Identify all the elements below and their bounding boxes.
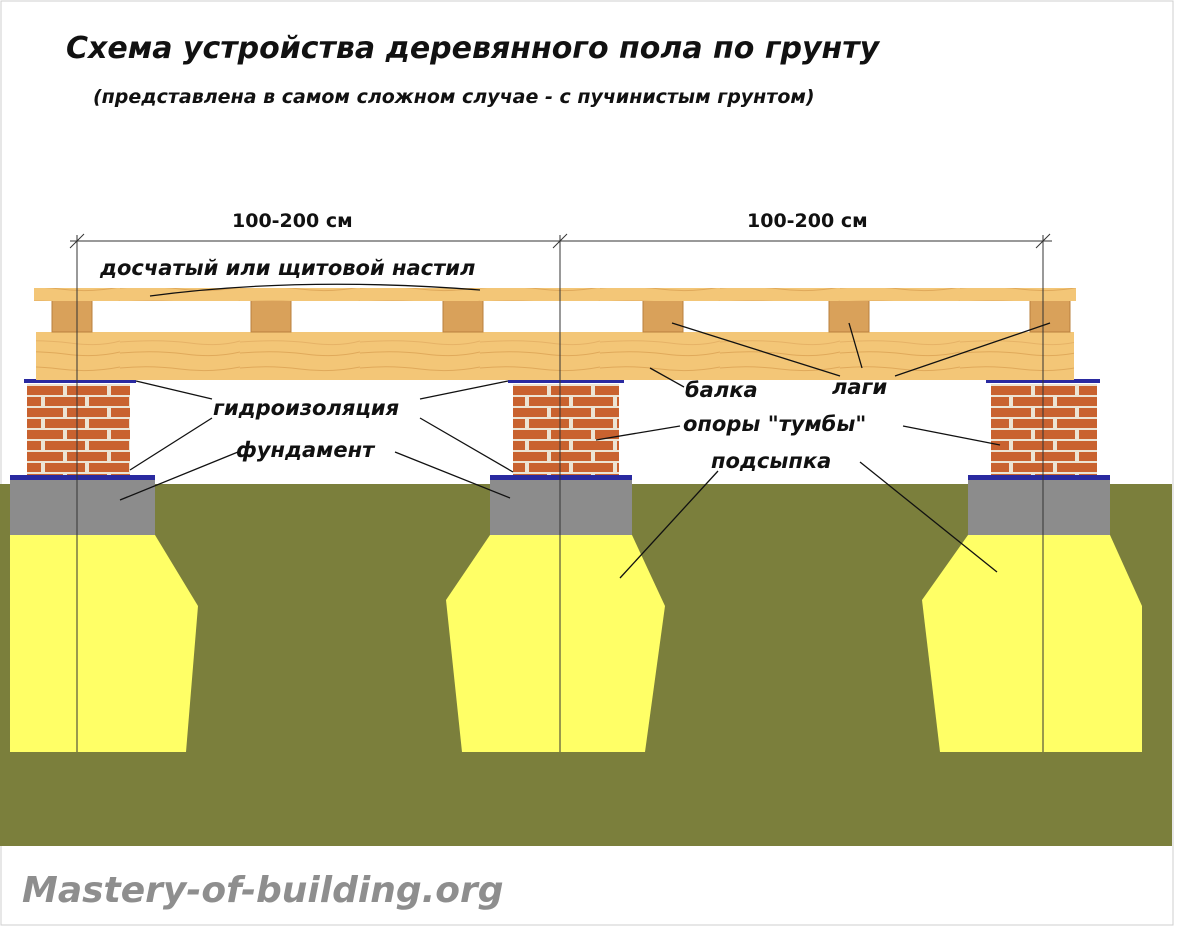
foundation-middle xyxy=(490,478,632,535)
waterproofing-foundation-middle xyxy=(490,475,632,480)
diagram-title: Схема устройства деревянного пола по гру… xyxy=(66,31,881,66)
decking xyxy=(34,288,1076,301)
leader-lines xyxy=(119,283,1051,579)
brick-support-left xyxy=(27,384,130,475)
label-beam: балка xyxy=(685,378,758,402)
backfill-right xyxy=(922,535,1142,752)
foundation-right xyxy=(968,478,1110,535)
backfill-middle xyxy=(446,535,665,752)
foundation-left xyxy=(10,478,155,535)
joist-5 xyxy=(828,299,870,333)
backfill-left xyxy=(10,535,198,752)
joist-1 xyxy=(51,299,93,333)
diagram-subtitle: (представлена в самом сложном случае - с… xyxy=(93,86,815,108)
joist-4 xyxy=(642,299,684,333)
dimension-lines xyxy=(69,233,1052,752)
brick-support-right xyxy=(991,384,1097,475)
label-supports: опоры "тумбы" xyxy=(683,412,866,436)
label-foundation: фундамент xyxy=(236,438,376,462)
joist-3 xyxy=(442,299,484,333)
waterproofing-foundation-left xyxy=(10,475,155,480)
waterproofing-foundation-right xyxy=(968,475,1110,480)
watermark-text: Mastery-of-building.org xyxy=(22,870,504,911)
dimension-label-right: 100-200 см xyxy=(747,210,868,232)
brick-support-middle xyxy=(513,384,619,475)
label-waterproofing: гидроизоляция xyxy=(213,396,399,420)
joist-2 xyxy=(250,299,292,333)
label-decking: досчатый или щитовой настил xyxy=(99,256,475,280)
dimension-label-left: 100-200 см xyxy=(232,210,353,232)
label-joists: лаги xyxy=(832,375,888,399)
label-backfill: подсыпка xyxy=(711,449,831,473)
beam xyxy=(36,332,1074,380)
